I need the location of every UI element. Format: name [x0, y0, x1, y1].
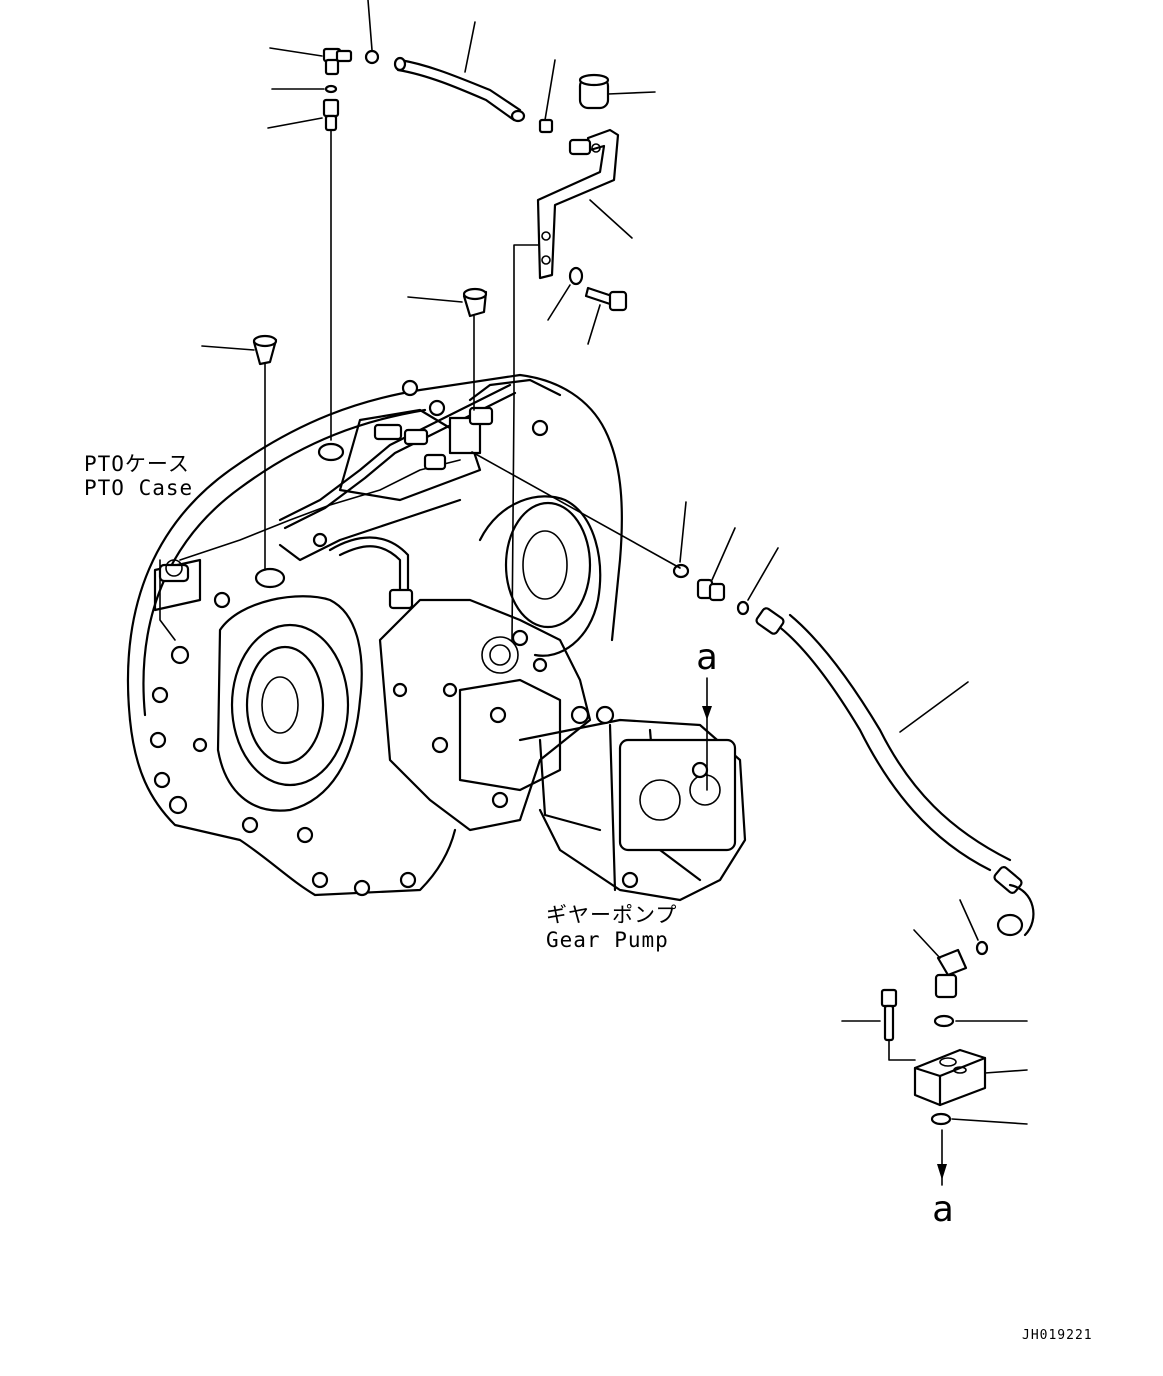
- main-hose: [755, 607, 1035, 937]
- gear-pump-label-jp: ギヤーポンプ: [546, 903, 678, 927]
- o-ring-small-top: [324, 84, 338, 94]
- hose-clamp-top: [364, 49, 380, 65]
- breather-cap: [578, 73, 610, 110]
- o-ring-3: [975, 940, 989, 956]
- o-ring-5: [930, 1112, 952, 1126]
- o-ring-1: [672, 563, 690, 579]
- hose-clamp-right: [538, 118, 554, 134]
- bolt-bracket: [584, 286, 628, 312]
- assembly-lines: [264, 129, 943, 1186]
- pto-case-label-jp: PTOケース: [84, 452, 190, 476]
- leader-lines: [201, 0, 1028, 1125]
- socket-bolt: [880, 988, 898, 1042]
- hydraulic-lines: [278, 378, 562, 610]
- plug-upper: [462, 287, 488, 318]
- plug-left: [252, 334, 278, 366]
- flange-bolts: [149, 379, 549, 897]
- mounting-bracket: [536, 128, 620, 280]
- adapter-fitting: [696, 578, 726, 602]
- arrow-bottom: [937, 1164, 947, 1180]
- gear-pump-label-en: Gear Pump: [546, 928, 669, 952]
- reference-mark-top: a: [696, 637, 718, 678]
- pto-case-label-en: PTO Case: [84, 476, 194, 500]
- connector-top: [322, 98, 340, 132]
- arrow-top: [702, 706, 712, 720]
- elbow-fitting-lower: [934, 948, 968, 999]
- drawing-code: JH019221: [1022, 1328, 1093, 1343]
- washer: [568, 266, 584, 286]
- flange-block: [913, 1048, 987, 1107]
- elbow-fitting-top: [322, 47, 353, 76]
- reference-mark-bottom: a: [932, 1189, 954, 1230]
- gear-pump-assembly: [378, 598, 747, 902]
- o-ring-4: [933, 1014, 955, 1028]
- breather-hose-top: [398, 58, 522, 112]
- o-ring-2: [736, 600, 750, 616]
- pto-case-housing: [126, 373, 623, 897]
